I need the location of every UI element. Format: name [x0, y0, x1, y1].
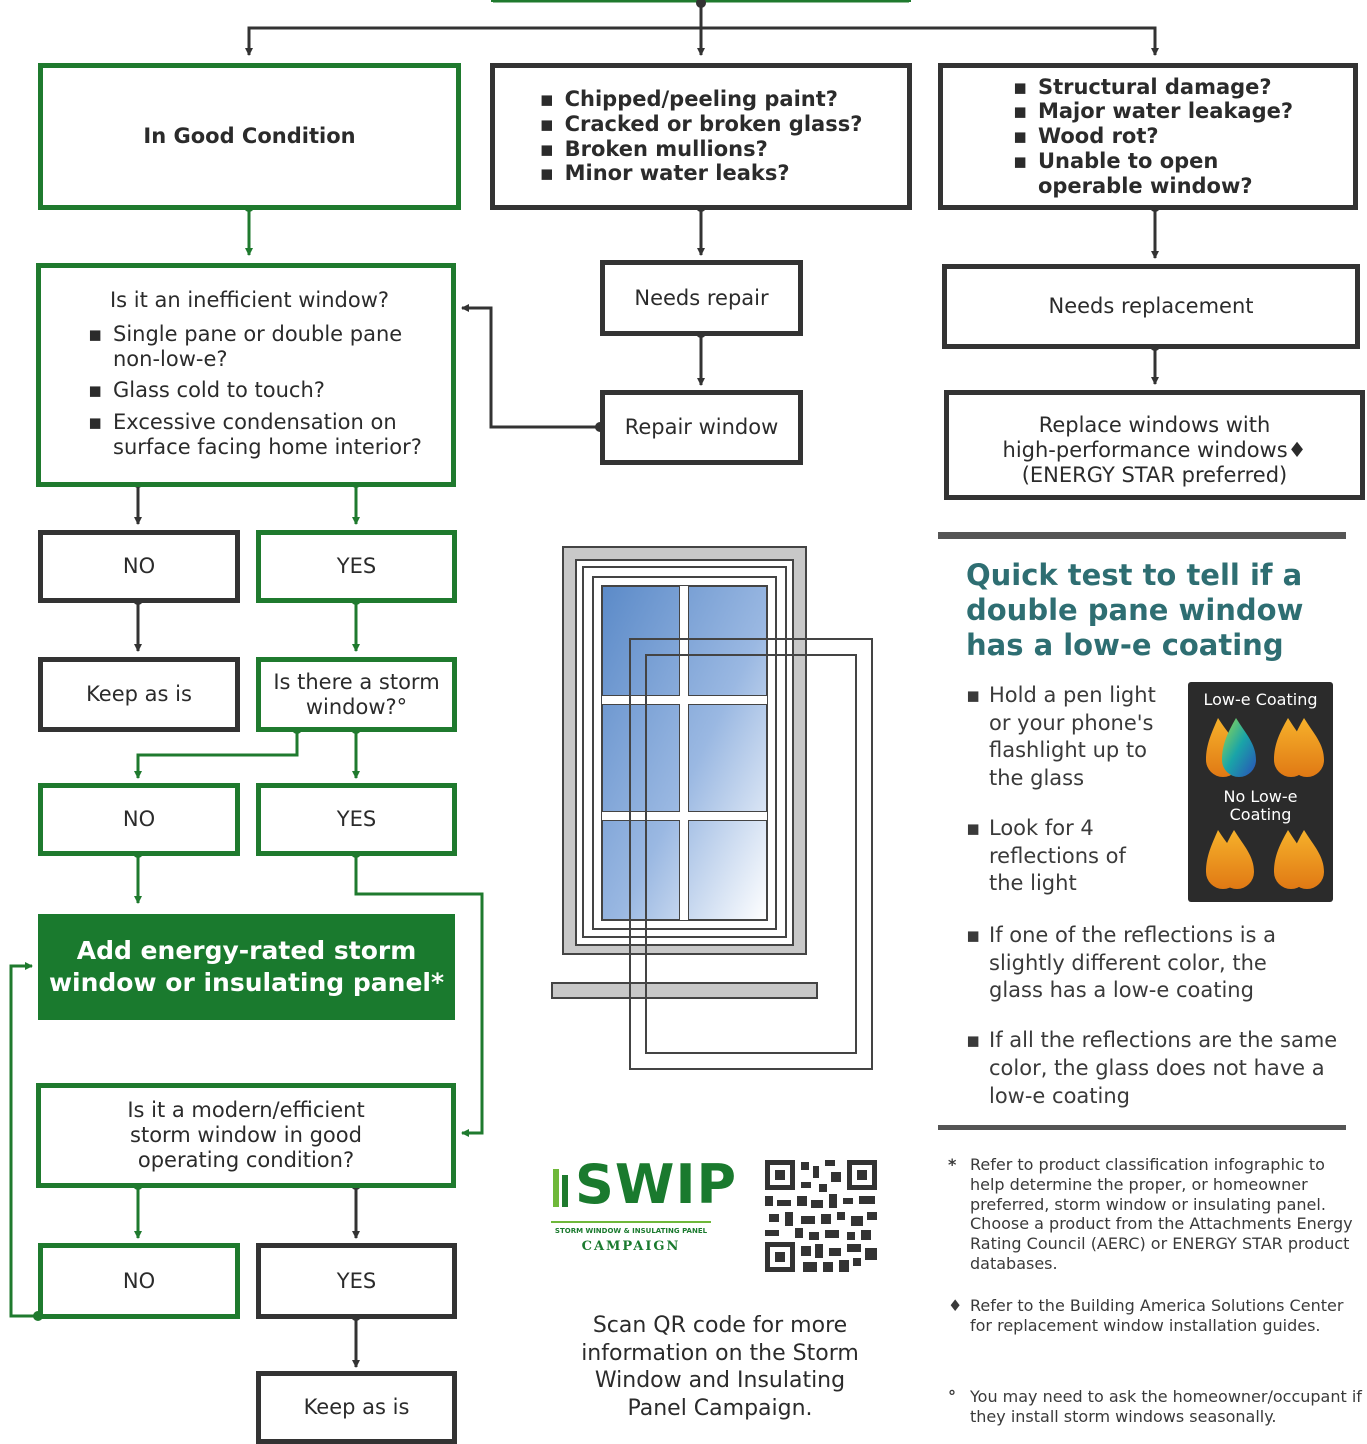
needs-repair-label: Needs repair: [634, 285, 769, 310]
no-label: NO: [122, 807, 156, 832]
quick-test-bottom-rule: [938, 1125, 1346, 1130]
replace-windows-line-3: (ENERGY STAR preferred): [1021, 462, 1288, 487]
quick-test-steps: Hold a pen light or your phone's flashli…: [966, 682, 1171, 898]
yes-label: YES: [336, 1268, 377, 1293]
no-box-2: NO: [38, 783, 240, 856]
qr-caption: Scan QR code for more information on the…: [581, 1313, 859, 1421]
modern-storm-question-box: Is it a modern/efficient storm window in…: [36, 1083, 456, 1188]
in-good-condition-box: In Good Condition: [38, 63, 461, 210]
repair-window-box: Repair window: [600, 390, 803, 465]
criteria-item: Glass cold to touch?: [88, 378, 431, 403]
criteria-item: Single pane or double pane non-low-e?: [88, 322, 431, 372]
keep-as-is-box-1: Keep as is: [38, 657, 240, 732]
yes-box-1: YES: [256, 530, 457, 603]
replace-windows-line-2: high-performance windows♦: [1002, 437, 1307, 462]
swip-logo-campaign: CAMPAIGN: [581, 1239, 681, 1254]
repair-issues-box: Chipped/peeling paint? Cracked or broken…: [490, 63, 912, 210]
yes-box-3: YES: [256, 1243, 457, 1319]
low-e-reflection-panel: Low-e Coating No Low-e Coating: [1188, 682, 1333, 902]
add-storm-window-label: Add energy-rated storm window or insulat…: [48, 936, 445, 997]
footnote-text: You may need to ask the homeowner/occupa…: [970, 1387, 1362, 1426]
repair-issue-item: Minor water leaks?: [540, 161, 863, 186]
replace-issue-item: Structural damage?: [1013, 75, 1293, 100]
no-low-e-coating-label: No Low-e Coating: [1223, 787, 1298, 824]
repair-issue-item: Chipped/peeling paint?: [540, 87, 863, 112]
swip-logo-mark-icon: [553, 1169, 568, 1207]
footnote-symbol: *: [948, 1155, 957, 1174]
footnote-symbol: ♦: [948, 1296, 963, 1315]
no-box-1: NO: [38, 530, 240, 603]
quick-test-top-rule: [938, 532, 1346, 539]
replace-windows-line-1: Replace windows with: [1038, 413, 1271, 437]
needs-repair-box: Needs repair: [600, 260, 803, 336]
no-label: NO: [122, 554, 156, 579]
no-low-e-reflection-icon: [1206, 830, 1324, 889]
keep-as-is-box-2: Keep as is: [256, 1371, 457, 1444]
footnote-symbol: °: [948, 1387, 956, 1406]
quick-test-step: Hold a pen light or your phone's flashli…: [966, 682, 1171, 793]
swip-logo-rule: [551, 1221, 711, 1223]
needs-replacement-label: Needs replacement: [1048, 294, 1254, 319]
footnote-text: Refer to product classification infograp…: [970, 1155, 1353, 1274]
no-box-3: NO: [38, 1243, 240, 1319]
replace-issues-box: Structural damage? Major water leakage? …: [938, 63, 1358, 210]
low-e-coating-label: Low-e Coating: [1203, 690, 1318, 709]
qr-code[interactable]: [765, 1160, 877, 1272]
quick-test-step: If all the reflections are the same colo…: [966, 1027, 1341, 1110]
inefficient-window-criteria: Single pane or double pane non-low-e? Gl…: [88, 322, 431, 460]
replace-issues-list: Structural damage? Major water leakage? …: [1003, 75, 1293, 199]
window-illustration: [551, 546, 873, 1070]
needs-replacement-box: Needs replacement: [942, 264, 1360, 349]
replace-issue-item: Major water leakage?: [1013, 99, 1293, 124]
swip-logo-subtitle: STORM WINDOW & INSULATING PANEL: [554, 1227, 708, 1235]
replace-issue-item: Unable to open operable window?: [1013, 149, 1263, 199]
footnote-text: Refer to the Building America Solutions …: [970, 1296, 1344, 1335]
low-e-reflection-icon: [1206, 718, 1324, 777]
repair-issue-item: Cracked or broken glass?: [540, 112, 863, 137]
storm-window-question-box: Is there a storm window?°: [256, 657, 457, 732]
repair-issues-list: Chipped/peeling paint? Cracked or broken…: [540, 87, 863, 186]
swip-logo-name: SWIP: [575, 1153, 738, 1216]
swip-logo: SWIP STORM WINDOW & INSULATING PANEL CAM…: [551, 1153, 736, 1265]
footnote-replacement-guides: ♦ Refer to the Building America Solution…: [946, 1296, 1346, 1336]
inefficient-window-question: Is it an inefficient window?: [109, 288, 390, 312]
storm-window-question: Is there a storm window?°: [273, 669, 440, 719]
no-label: NO: [122, 1268, 156, 1293]
footnote-seasonal-storm: ° You may need to ask the homeowner/occu…: [946, 1387, 1364, 1427]
quick-test-title: Quick test to tell if a double pane wind…: [966, 558, 1304, 662]
criteria-item: Excessive condensation on surface facing…: [88, 410, 431, 460]
replace-windows-box: Replace windows with high-performance wi…: [944, 390, 1365, 500]
yes-box-2: YES: [256, 783, 457, 856]
quick-test-more-steps: If one of the reflections is a slightly …: [966, 922, 1341, 1110]
in-good-condition-label: In Good Condition: [143, 124, 356, 149]
keep-as-is-label: Keep as is: [303, 1395, 410, 1420]
add-storm-window-box: Add energy-rated storm window or insulat…: [38, 914, 455, 1020]
footnote-storm-product: * Refer to product classification infogr…: [946, 1155, 1361, 1274]
modern-storm-question: Is it a modern/efficient storm window in…: [127, 1098, 365, 1172]
keep-as-is-label: Keep as is: [86, 682, 192, 707]
yes-label: YES: [336, 807, 377, 832]
replace-issue-item: Wood rot?: [1013, 124, 1293, 149]
repair-window-label: Repair window: [624, 415, 779, 440]
quick-test-step: If one of the reflections is a slightly …: [966, 922, 1319, 1005]
inefficient-window-box: Is it an inefficient window? Single pane…: [36, 263, 456, 487]
quick-test-step: Look for 4 reflections of the light: [966, 815, 1139, 898]
yes-label: YES: [336, 554, 377, 579]
repair-issue-item: Broken mullions?: [540, 137, 863, 162]
